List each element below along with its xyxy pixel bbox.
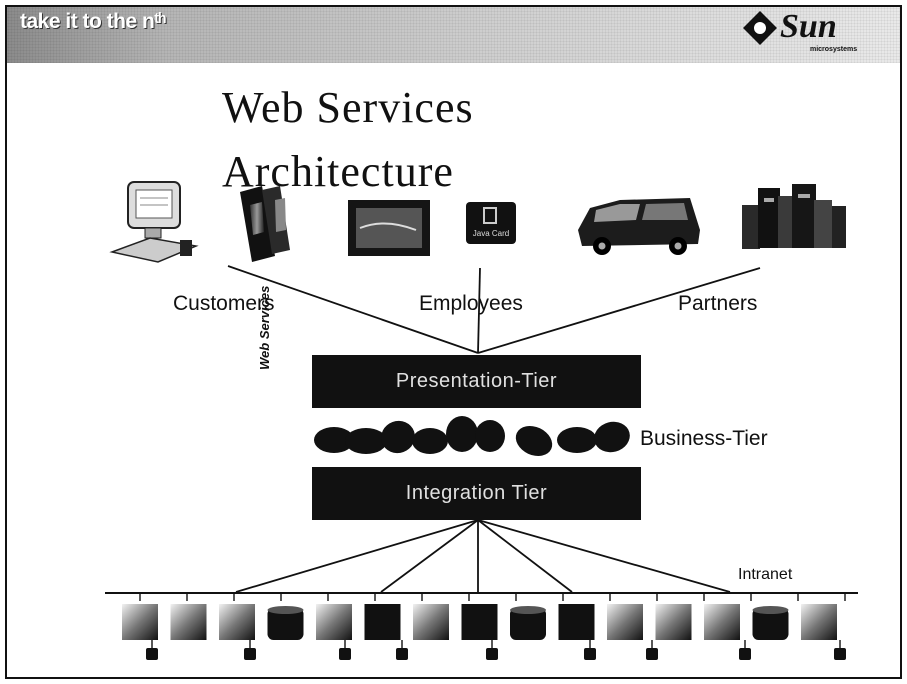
logo-sub: microsystems bbox=[810, 46, 858, 53]
sun-diamond-icon bbox=[743, 11, 777, 45]
server-unit-icon bbox=[122, 604, 158, 640]
intranet-connector-lines bbox=[235, 519, 731, 593]
server-rack-icon bbox=[742, 184, 846, 249]
web-services-side-label: Web Services bbox=[257, 285, 272, 370]
slide bbox=[5, 5, 902, 679]
logo-name: Sun bbox=[780, 8, 837, 45]
intranet-backbone bbox=[105, 592, 858, 601]
storage-disk-icon bbox=[510, 606, 546, 640]
business-components bbox=[314, 416, 630, 457]
server-unit-icon bbox=[219, 604, 255, 640]
slide-title: Web Services Architecture bbox=[222, 76, 474, 204]
server-row bbox=[122, 604, 846, 660]
client-connector-lines bbox=[227, 265, 761, 354]
connector-plug-icon bbox=[584, 648, 596, 660]
group-label-partners: Partners bbox=[678, 292, 758, 315]
business-tier-label: Business-Tier bbox=[640, 427, 768, 450]
desktop-computer-icon bbox=[109, 181, 199, 263]
server-unit-icon bbox=[170, 604, 207, 640]
server-unit-icon bbox=[558, 604, 595, 640]
server-unit-icon bbox=[413, 604, 449, 640]
presentation-tier-box: Presentation-Tier bbox=[312, 355, 641, 408]
java-card-icon: Java Card bbox=[466, 202, 516, 244]
connector-plug-icon bbox=[339, 648, 351, 660]
connector-plug-icon bbox=[146, 648, 158, 660]
sun-logo: Sun microsystems bbox=[743, 8, 858, 56]
title-line-1: Web Services bbox=[222, 83, 474, 132]
title-line-2: Architecture bbox=[222, 147, 454, 196]
group-label-customers: Customers bbox=[173, 292, 275, 315]
connector-plug-icon bbox=[486, 648, 498, 660]
connector-plug-icon bbox=[244, 648, 256, 660]
connector-plug-icon bbox=[834, 648, 846, 660]
connector-plug-icon bbox=[396, 648, 408, 660]
integration-tier-box: Integration Tier bbox=[312, 467, 641, 520]
storage-disk-icon bbox=[752, 606, 789, 640]
van-icon bbox=[578, 198, 700, 255]
mobile-phones-icon bbox=[240, 186, 290, 262]
server-unit-icon bbox=[316, 604, 352, 640]
pda-icon bbox=[348, 200, 430, 256]
server-unit-icon bbox=[655, 604, 692, 640]
connector-plug-icon bbox=[739, 648, 751, 660]
server-unit-icon bbox=[801, 604, 837, 640]
java-card-text: Java Card bbox=[473, 229, 509, 238]
tagline: take it to the nᵗʰ bbox=[20, 10, 166, 33]
intranet-label: Intranet bbox=[738, 566, 793, 583]
server-unit-icon bbox=[364, 604, 401, 640]
server-unit-icon bbox=[607, 604, 643, 640]
group-label-employees: Employees bbox=[419, 292, 523, 315]
server-unit-icon bbox=[704, 604, 740, 640]
server-unit-icon bbox=[461, 604, 498, 640]
storage-disk-icon bbox=[267, 606, 304, 640]
connector-plug-icon bbox=[646, 648, 658, 660]
